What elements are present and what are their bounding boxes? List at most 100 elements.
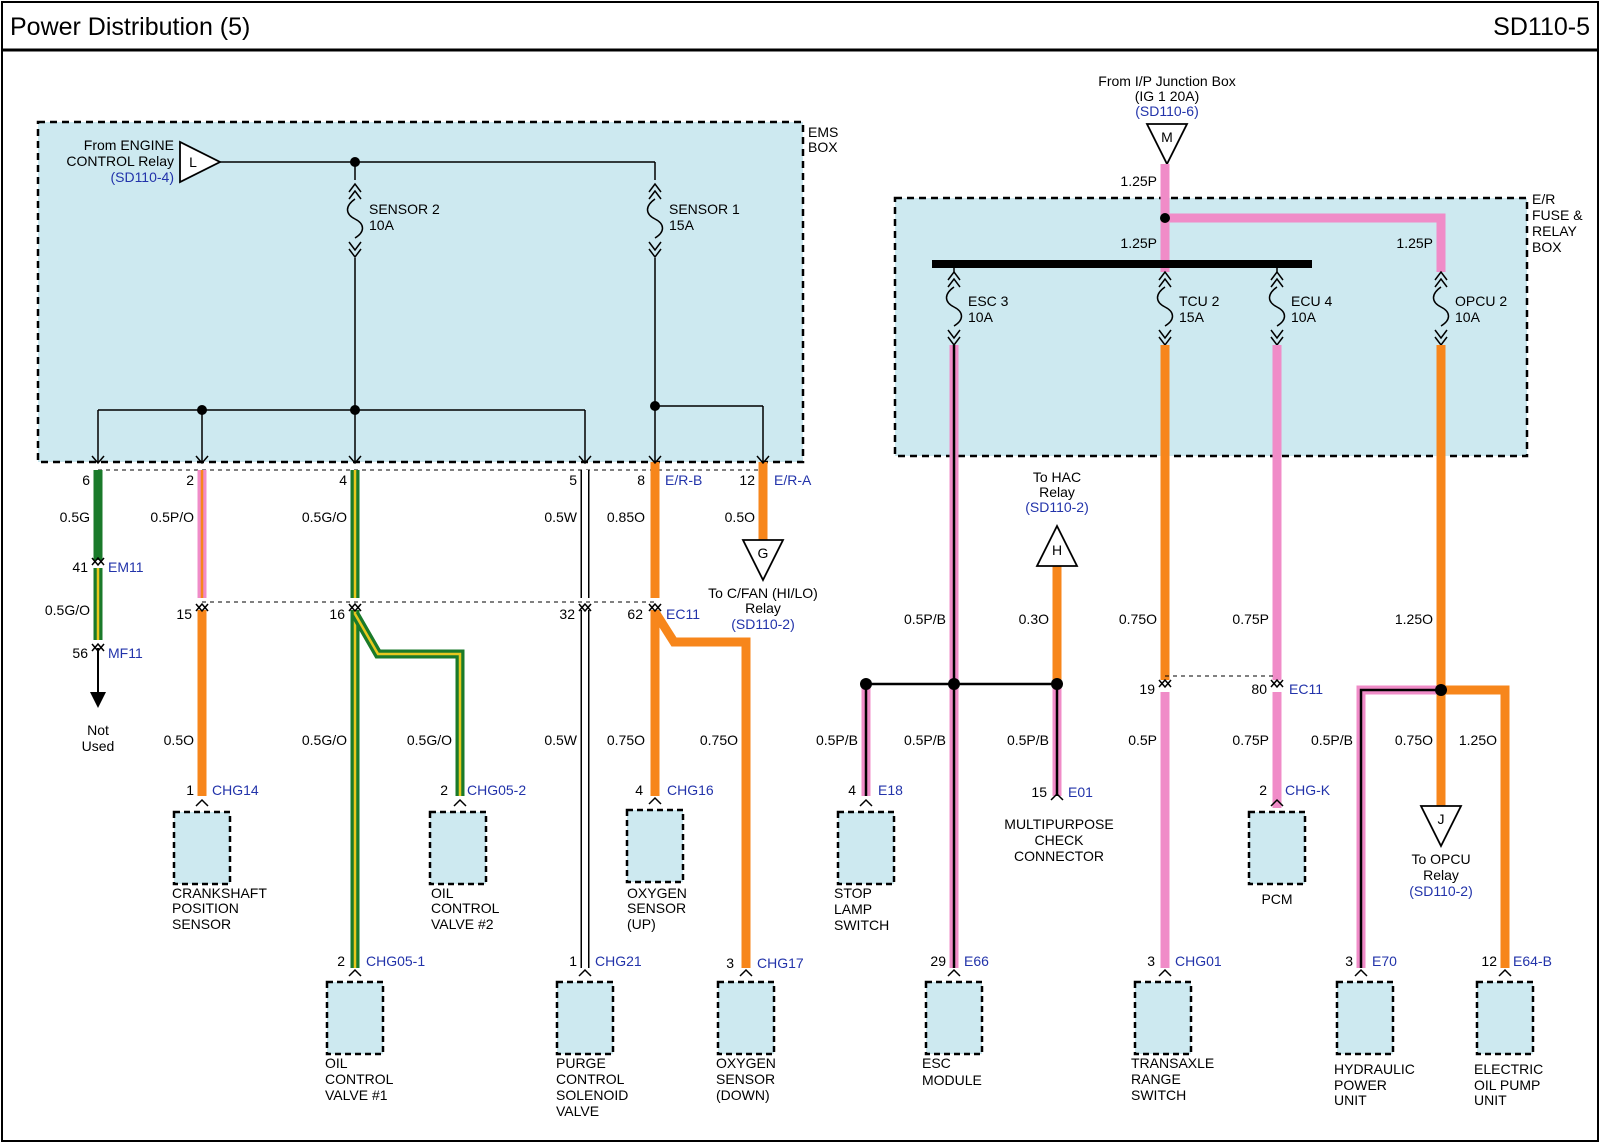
pin-62: 62 (627, 606, 643, 622)
o2up-name-2: SENSOR (627, 900, 686, 916)
component-pin-ticks (195, 792, 1512, 977)
hpu-name-1: HYDRAULIC (1334, 1061, 1415, 1077)
trs-name-3: SWITCH (1131, 1087, 1186, 1103)
fuse-opcu-2-name: OPCU 2 (1455, 293, 1507, 309)
electric-oil-pump-box (1475, 980, 1535, 1056)
source-L-line1: From ENGINE (84, 137, 174, 153)
wire-size: 0.75O (1395, 732, 1433, 748)
source-G-line2: Relay (745, 600, 781, 616)
pin-5: 5 (569, 472, 577, 488)
ocv2-name-2: CONTROL (431, 900, 500, 916)
pin-ticks-er (1158, 678, 1284, 689)
fuse-esc-3-name: ESC 3 (968, 293, 1009, 309)
wire-green-6 (90, 470, 106, 708)
crank-name-1: CRANKSHAFT (172, 885, 267, 901)
wire-size: 0.5P/B (1311, 732, 1353, 748)
wire-size: 0.5G/O (407, 732, 452, 748)
stop-lamp-switch-box (836, 810, 896, 886)
ocv1-name-1: OIL (325, 1055, 348, 1071)
pcm-name: PCM (1261, 891, 1292, 907)
wire-size: 0.5P/B (816, 732, 858, 748)
connector-ec11-er: EC11 (1289, 681, 1323, 697)
page-title: Power Distribution (5) (10, 13, 250, 41)
fuse-sensor-1-name: SENSOR 1 (669, 201, 740, 217)
wire-size: 0.5O (725, 509, 755, 525)
wire-size: 0.5P (1128, 732, 1157, 748)
mpc-name-1: MULTIPURPOSE (1004, 816, 1113, 832)
stop-name-3: SWITCH (834, 917, 889, 933)
diagram-code: SD110-5 (1493, 13, 1590, 41)
hpu-name-2: POWER (1334, 1077, 1387, 1093)
esc-name-1: ESC (922, 1055, 951, 1071)
er-box-label-3: RELAY (1532, 223, 1578, 239)
connector-mf11: MF11 (108, 645, 143, 661)
connector-ec11: EC11 (666, 606, 700, 622)
eop-name-3: UNIT (1474, 1092, 1507, 1108)
source-M-ref: (SD110-6) (1135, 103, 1199, 119)
esc-name-2: MODULE (922, 1072, 982, 1088)
eop-pin: 12 (1481, 953, 1497, 969)
wire-size: 0.5G/O (45, 602, 90, 618)
pin-15: 15 (176, 606, 192, 622)
pin-6: 6 (82, 472, 90, 488)
wire-size: 1.25O (1459, 732, 1497, 748)
ocv2-pin: 2 (440, 782, 448, 798)
wire-size: 1.25P (1120, 173, 1157, 189)
trs-name-1: TRANSAXLE (1131, 1055, 1214, 1071)
trs-name-2: RANGE (1131, 1071, 1181, 1087)
pin-4: 4 (339, 472, 347, 488)
ocv1-name-2: CONTROL (325, 1071, 394, 1087)
er-fuse-relay-box (893, 196, 1529, 458)
o2down-name-3: (DOWN) (716, 1087, 770, 1103)
o2up-name-1: OXYGEN (627, 885, 687, 901)
fuse-esc-3 (945, 264, 963, 347)
purge-name-4: VALVE (556, 1103, 599, 1119)
oil-control-valve-1-box (325, 980, 385, 1056)
oxygen-sensor-down-box (716, 980, 776, 1056)
esc-module-box (924, 980, 984, 1056)
wire-size: 0.5P/B (904, 611, 946, 627)
pin-56: 56 (72, 645, 88, 661)
pin-32: 32 (559, 606, 575, 622)
pin-16: 16 (329, 606, 345, 622)
purge-connector: CHG21 (595, 953, 642, 969)
source-M-line2: (IG 1 20A) (1135, 88, 1200, 104)
eop-name-2: OIL PUMP (1474, 1077, 1540, 1093)
wire-opcu2 (1356, 345, 1510, 968)
fuse-sensor-1 (646, 182, 664, 259)
er-main-wiring (932, 164, 1446, 272)
source-J-letter: J (1438, 811, 1445, 827)
er-box-label-2: FUSE & (1532, 207, 1583, 223)
o2down-name-1: OXYGEN (716, 1055, 776, 1071)
source-G-letter: G (758, 545, 769, 561)
pin-19: 19 (1139, 681, 1155, 697)
wire-size: 1.25P (1396, 235, 1433, 251)
esc-branch (860, 566, 1063, 796)
oxygen-sensor-up-box (625, 808, 685, 884)
wire-size: 0.85O (607, 509, 645, 525)
stop-connector: E18 (878, 782, 903, 798)
eop-connector: E64-B (1513, 953, 1552, 969)
fuse-opcu-2-rating: 10A (1455, 309, 1481, 325)
source-M-triangle (1145, 123, 1189, 167)
trs-connector: CHG01 (1175, 953, 1222, 969)
o2down-connector: CHG17 (757, 955, 804, 971)
pin-ticks-ems (91, 455, 770, 653)
wire-size: 0.5P/B (904, 732, 946, 748)
connector-er-a: E/R-A (774, 472, 812, 488)
mpc-name-3: CONNECTOR (1014, 848, 1104, 864)
pcm-box (1247, 810, 1307, 886)
purge-name-1: PURGE (556, 1055, 606, 1071)
hpu-pin: 3 (1345, 953, 1353, 969)
fuse-tcu-2-name: TCU 2 (1179, 293, 1220, 309)
mpc-pin: 15 (1031, 784, 1047, 800)
source-L-letter: L (189, 154, 197, 170)
pcm-pin: 2 (1259, 782, 1267, 798)
fuse-opcu-2 (1432, 270, 1450, 347)
eop-name-1: ELECTRIC (1474, 1061, 1543, 1077)
esc-pin: 29 (930, 953, 946, 969)
stop-name-2: LAMP (834, 901, 872, 917)
crank-connector: CHG14 (212, 782, 259, 798)
ocv2-connector: CHG05-2 (467, 782, 526, 798)
